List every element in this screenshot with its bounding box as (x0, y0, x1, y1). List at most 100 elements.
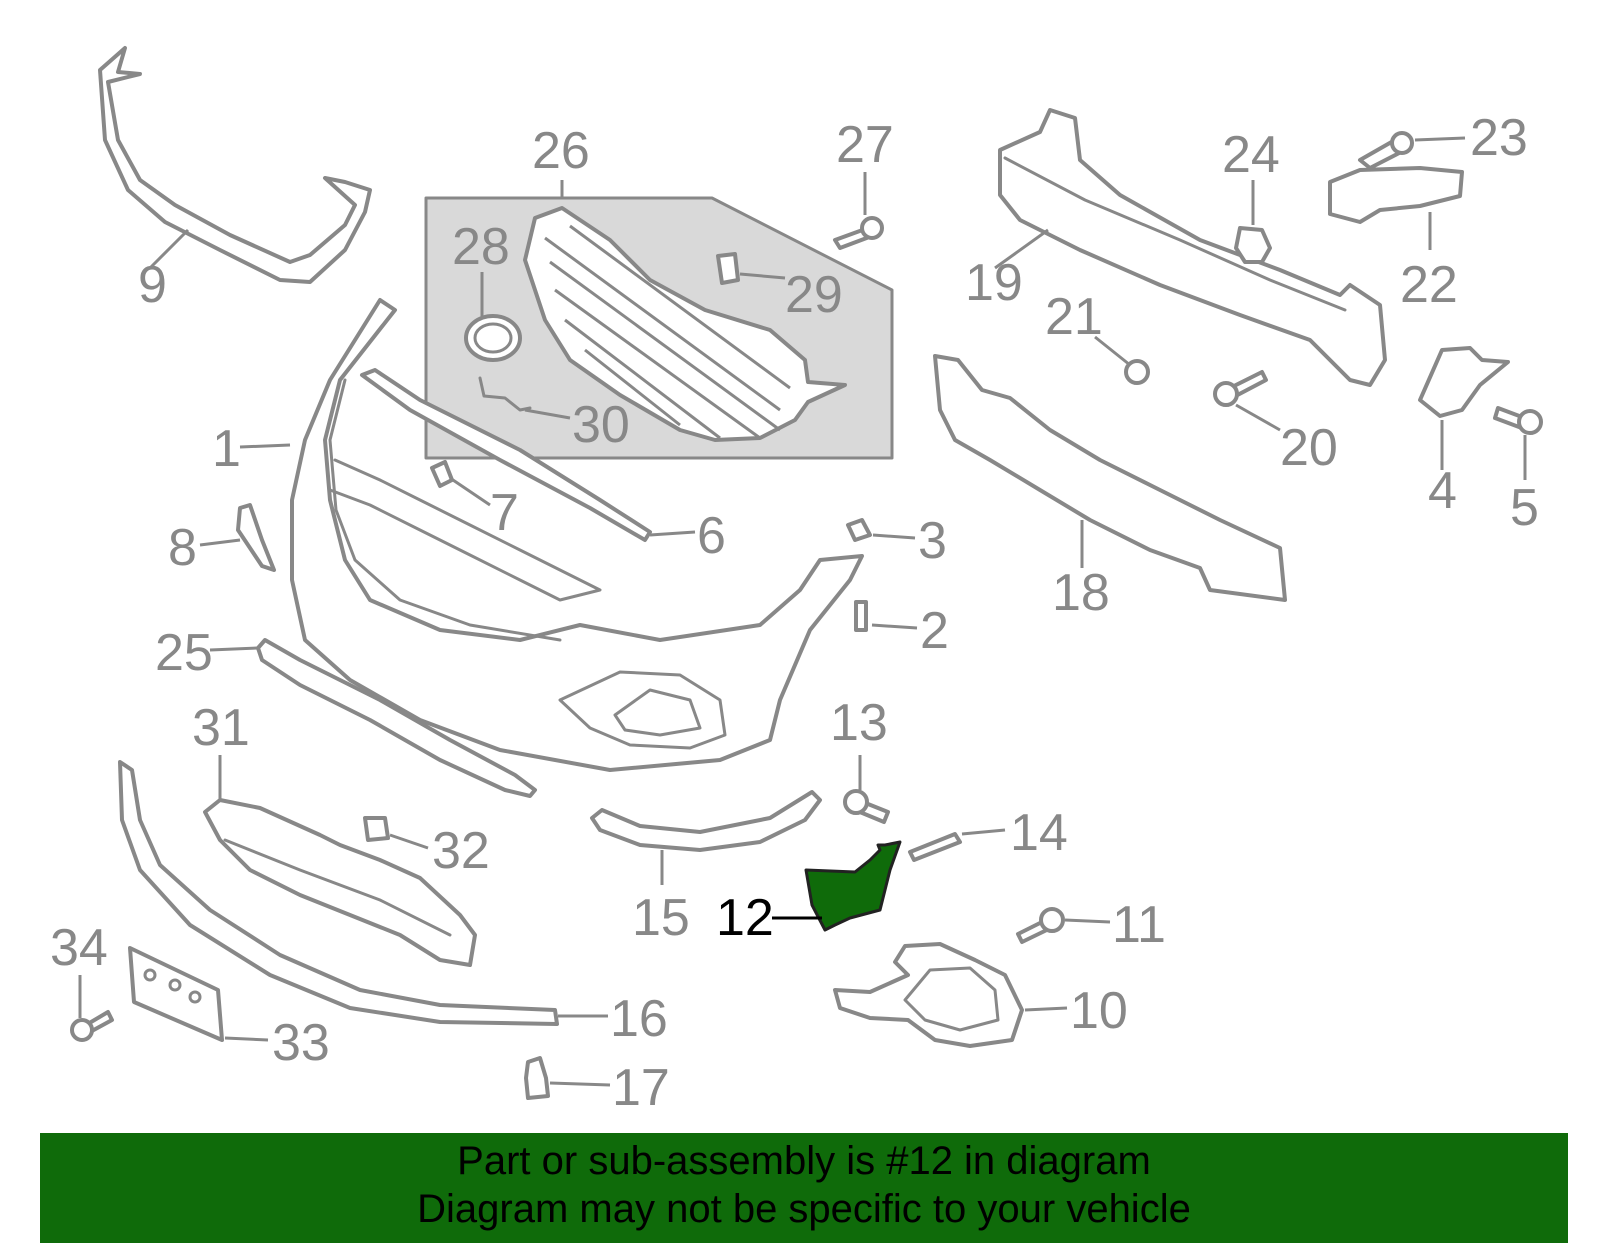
part-3-clip (846, 518, 872, 542)
callout-7: 7 (490, 484, 519, 542)
callout-10: 10 (1070, 982, 1128, 1040)
callout-26: 26 (532, 122, 590, 180)
leader-3 (872, 533, 916, 540)
leader-19 (994, 228, 1049, 270)
callout-6: 6 (697, 507, 726, 565)
callout-27: 27 (836, 116, 894, 174)
callout-22: 22 (1400, 256, 1458, 314)
part-12-highlighted (804, 840, 902, 932)
part-16-lower-lip (118, 760, 559, 1026)
callout-5: 5 (1510, 479, 1539, 537)
fog-opening-inner (613, 688, 702, 737)
callout-9: 9 (138, 256, 167, 314)
leader-8 (199, 538, 241, 547)
fog-bezel-inner (903, 966, 1000, 1032)
part-23-bolt-head (1390, 131, 1414, 155)
emblem-inner (473, 322, 513, 354)
leader-2 (871, 623, 918, 630)
part-25-strip (256, 638, 537, 798)
callout-29: 29 (785, 266, 843, 324)
plate-hole (143, 968, 157, 982)
part-2-screw (854, 600, 868, 632)
part-20-bolt-head (1213, 381, 1239, 407)
part-11-screw-head (1039, 907, 1065, 933)
leader-11 (1064, 918, 1111, 924)
callout-1: 1 (212, 420, 241, 478)
callout-8: 8 (168, 519, 197, 577)
callout-23: 23 (1470, 109, 1528, 167)
part-9-trim-strip (98, 46, 372, 284)
part-4-bracket (1418, 346, 1510, 418)
part-7-clip (430, 460, 454, 488)
part-1-ribbed-support (328, 458, 602, 602)
grille-slat (554, 288, 761, 440)
callout-30: 30 (572, 396, 630, 454)
info-banner: Part or sub-assembly is #12 in diagram D… (40, 1133, 1568, 1243)
lower-grille-ribs (223, 838, 452, 937)
bumper-cover-inner-edge (328, 378, 562, 642)
leader-29 (739, 272, 786, 280)
grille-slat (569, 224, 791, 390)
part-19-reinforcement-beam (998, 108, 1387, 387)
callout-11: 11 (1112, 896, 1166, 954)
beam-edge (1003, 156, 1347, 312)
callout-25: 25 (155, 624, 213, 682)
leader-10 (1024, 1006, 1068, 1012)
part-10-fog-bezel (833, 942, 1024, 1048)
callout-17: 17 (612, 1059, 670, 1117)
leader-14 (961, 828, 1006, 836)
part-5-bolt-head (1517, 409, 1543, 435)
part-21-nut (1124, 359, 1150, 385)
callout-31: 31 (192, 699, 250, 757)
part-29-clip (716, 252, 740, 285)
plate-hole (168, 978, 182, 992)
leader-21 (1094, 335, 1131, 367)
callout-19: 19 (965, 254, 1023, 312)
leader-9 (148, 228, 190, 270)
leader-17 (549, 1081, 611, 1087)
callout-15: 15 (632, 889, 690, 947)
callout-12: 12 (716, 889, 774, 947)
callout-21: 21 (1045, 288, 1103, 346)
fog-opening-edge (558, 670, 727, 750)
part-32-clip (363, 816, 390, 842)
callout-16: 16 (610, 990, 668, 1048)
leader-25 (209, 646, 259, 652)
part-18-absorber (933, 354, 1287, 602)
callout-28: 28 (452, 218, 510, 276)
part-26-grille (523, 206, 847, 442)
grille-slat (544, 236, 781, 412)
callout-32: 32 (432, 822, 490, 880)
leader-30 (524, 408, 571, 420)
leader-32 (389, 833, 429, 850)
callout-2: 2 (920, 602, 949, 660)
plate-hole (188, 990, 202, 1004)
part-14-pin (908, 832, 962, 862)
part-27-screw-head (860, 216, 884, 240)
callout-3: 3 (918, 512, 947, 570)
grille-slat (564, 318, 721, 440)
leader-7 (449, 476, 491, 507)
callout-4: 4 (1428, 462, 1457, 520)
leader-20 (1235, 403, 1281, 432)
part-31-lower-grille (203, 798, 477, 967)
leader-1 (239, 443, 291, 449)
callout-20: 20 (1280, 419, 1338, 477)
grille-slat (584, 348, 681, 427)
banner-line-disclaimer: Diagram may not be specific to your vehi… (417, 1187, 1191, 1231)
part-1-bumper-cover (290, 298, 864, 772)
part-6-molding (360, 368, 652, 542)
part-15-bracket (590, 790, 822, 852)
leader-6 (649, 530, 696, 537)
leader-33 (224, 1036, 269, 1042)
part-24-clip (1234, 226, 1272, 264)
part-17-clip (524, 1056, 550, 1100)
part-34-screw-head (70, 1018, 94, 1042)
banner-line-part-number: Part or sub-assembly is #12 in diagram (457, 1139, 1151, 1183)
callout-24: 24 (1222, 126, 1280, 184)
callout-18: 18 (1052, 564, 1110, 622)
callout-34: 34 (50, 919, 108, 977)
part-22-bracket (1328, 166, 1464, 224)
part-33-license-bracket (128, 946, 224, 1042)
